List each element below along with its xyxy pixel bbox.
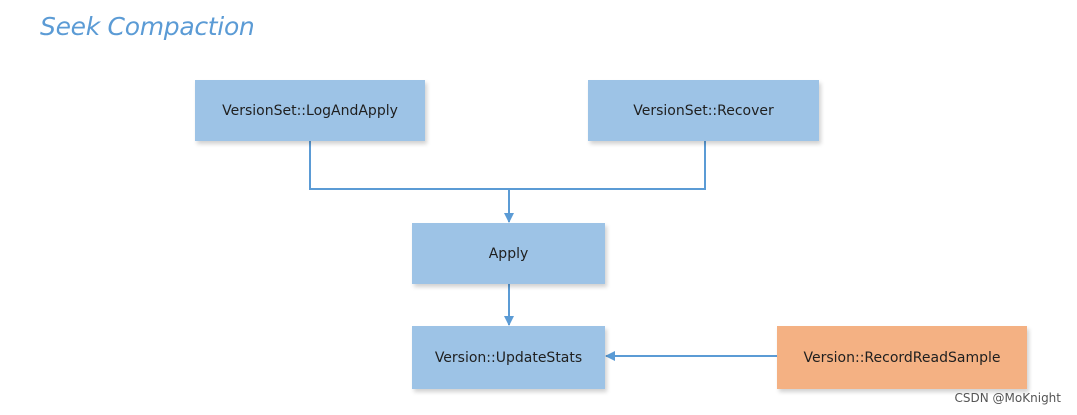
node-version-recordreadsample: Version::RecordReadSample [777,326,1027,389]
node-label: Apply [488,245,529,262]
node-versionset-recover: VersionSet::Recover [588,80,819,141]
node-label: VersionSet::LogAndApply [222,102,398,119]
edge-logandapply-to-apply [309,141,509,190]
diagram-title: Seek Compaction [40,12,255,41]
watermark: CSDN @MoKnight [954,391,1061,405]
node-label: VersionSet::Recover [633,102,774,119]
node-versionset-logandapply: VersionSet::LogAndApply [195,80,425,141]
edge-recover-to-apply [509,141,706,190]
node-label: Version::UpdateStats [434,349,583,366]
node-version-updatestats: Version::UpdateStats [412,326,605,389]
node-apply: Apply [412,223,605,284]
node-label: Version::RecordReadSample [803,349,1001,366]
